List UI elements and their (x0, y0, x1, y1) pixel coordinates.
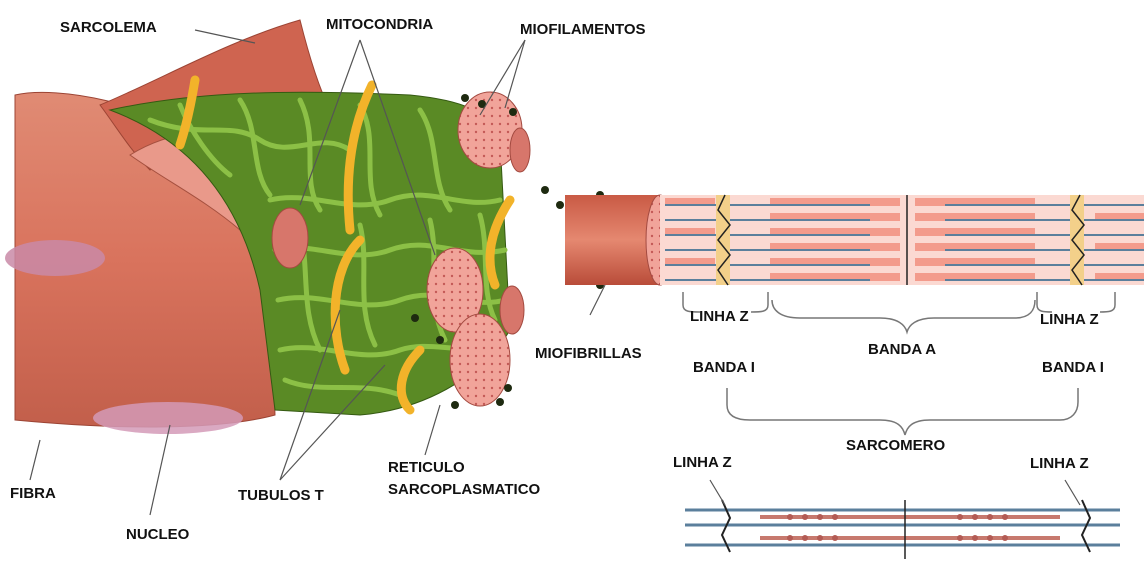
label-linha-z-lower-right: LINHA Z (1030, 455, 1089, 473)
label-nucleo: NUCLEO (126, 526, 189, 544)
label-tubulos-t: TUBULOS T (238, 487, 324, 505)
label-banda-i-right: BANDA I (1042, 359, 1104, 377)
label-banda-i-left: BANDA I (693, 359, 755, 377)
label-mitocondria: MITOCONDRIA (326, 16, 433, 34)
label-linha-z-right: LINHA Z (1040, 311, 1099, 329)
label-sarcolema: SARCOLEMA (60, 19, 157, 37)
label-reticulo-line1: RETICULO (388, 459, 465, 477)
sarcomere-molecular (685, 500, 1120, 559)
label-fibra: FIBRA (10, 485, 56, 503)
label-banda-a: BANDA A (868, 341, 936, 359)
label-linha-z-lower-left: LINHA Z (673, 454, 732, 472)
label-miofibrillas: MIOFIBRILLAS (535, 345, 642, 363)
myofibril-cylinder (565, 195, 674, 285)
label-sarcomero: SARCOMERO (846, 437, 945, 455)
nucleus-bottom (93, 402, 243, 434)
nucleus-left (5, 240, 105, 276)
label-linha-z-left: LINHA Z (690, 308, 749, 326)
sarcomere-bands (660, 195, 1144, 285)
label-reticulo-line2: SARCOPLASMATICO (388, 481, 540, 499)
label-miofilamentos: MIOFILAMENTOS (520, 21, 646, 39)
